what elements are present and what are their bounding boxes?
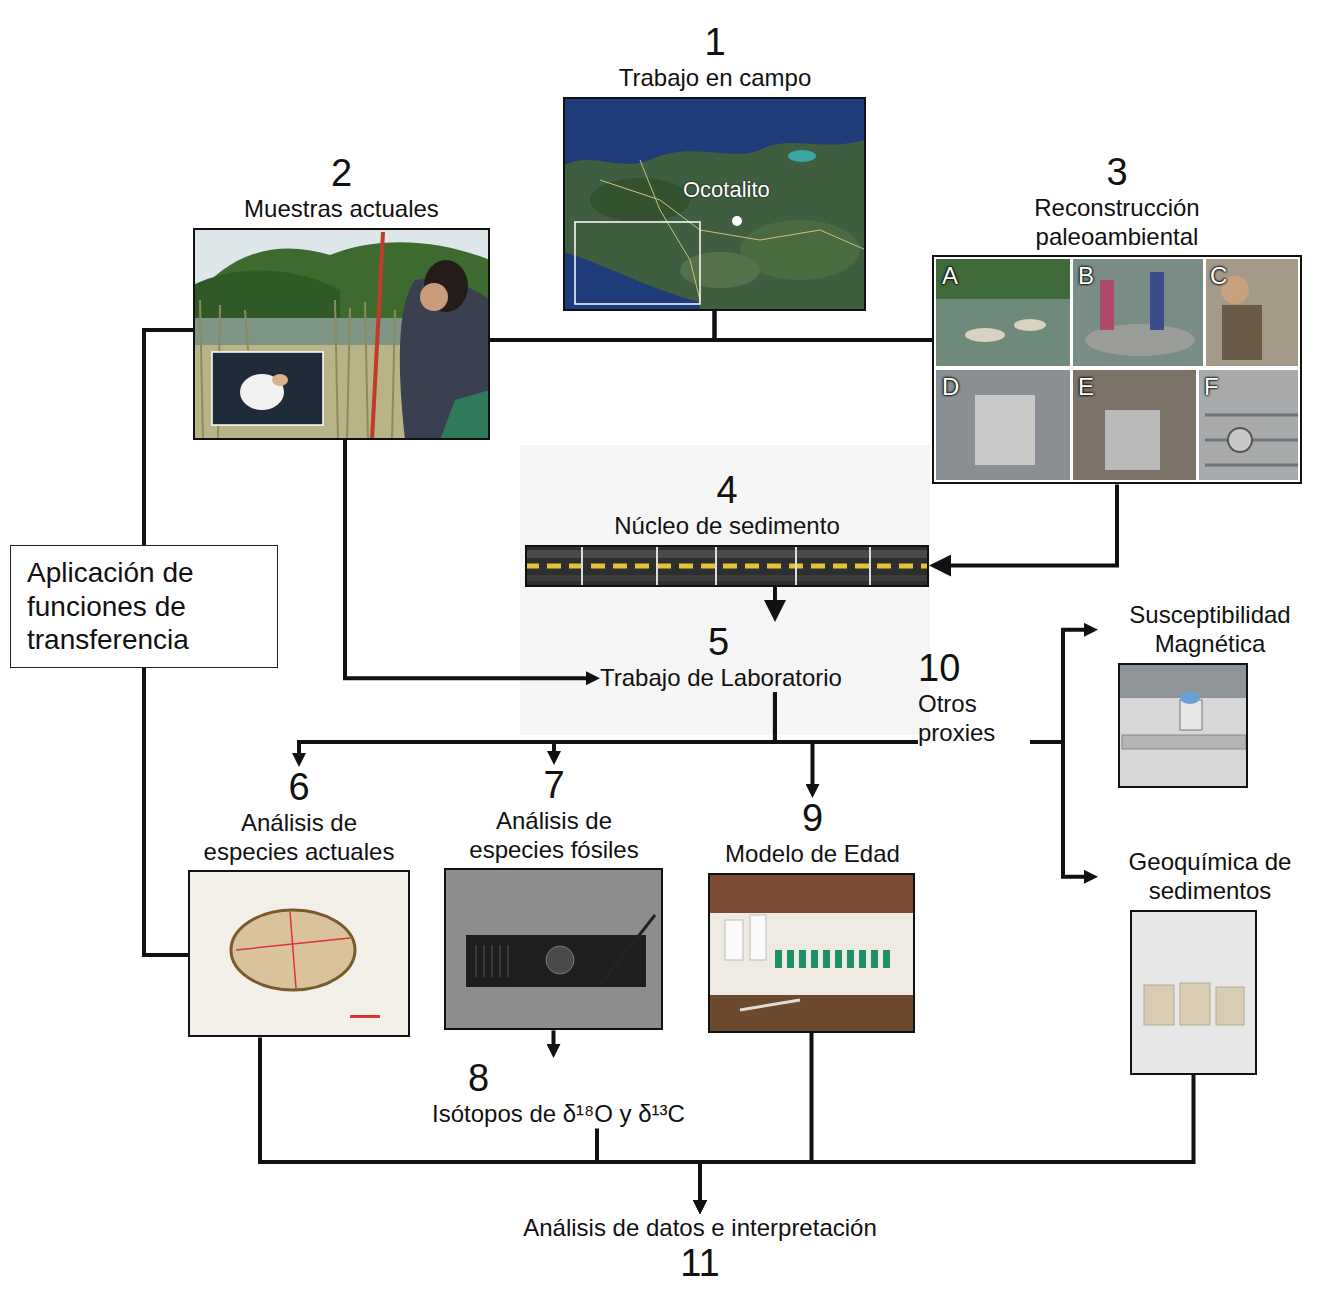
photo-panel: 9Modelo de Edad (700, 798, 925, 1033)
panel-letter: A (942, 263, 958, 289)
connector-line (144, 668, 188, 955)
photo-frame (188, 870, 410, 1037)
sediment-core (525, 545, 929, 587)
note-box: Aplicación de funciones de transferencia (10, 545, 278, 668)
field-map-panel: 1Trabajo en campoOcotalito (540, 22, 890, 311)
step-label: Trabajo en campo (540, 64, 890, 93)
step-label: Otros proxies (918, 690, 1018, 748)
photo-frame: Ocotalito (563, 97, 866, 311)
location-map (563, 97, 866, 311)
ostracod-micrograph (188, 870, 410, 1037)
process-step: Análisis de datos e interpretación11 (440, 1214, 960, 1285)
susceptibility-photo (1118, 663, 1248, 788)
fossil-slide-photo (444, 868, 663, 1030)
photo-panel: 2Muestras actuales (193, 153, 490, 440)
step-label: Muestras actuales (193, 195, 490, 224)
photo-frame (1130, 910, 1257, 1075)
step-label: Susceptibilidad Magnética (1105, 601, 1315, 659)
process-step: 5Trabajo de Laboratorio (600, 622, 842, 693)
connector-arrow (700, 1075, 1194, 1207)
step-label: Isótopos de δ¹⁸O y δ¹³C (432, 1100, 762, 1129)
step-label: Análisis de especies fósiles (447, 807, 662, 865)
step-number: 8 (468, 1058, 762, 1100)
sample-bags-photo (1130, 910, 1257, 1075)
step-number: 6 (188, 767, 410, 809)
panel-letter: B (1078, 263, 1094, 289)
photo-panel: 3Reconstrucción paleoambiental (932, 152, 1302, 484)
connector-arrow (700, 1033, 812, 1207)
photo-frame (708, 873, 915, 1033)
step-label: Reconstrucción paleoambiental (997, 194, 1237, 252)
connector-arrow (299, 693, 775, 760)
photo-panel: 7Análisis de especies fósiles (440, 765, 668, 1030)
coring-photos (932, 255, 1302, 484)
connector-line (490, 311, 715, 340)
connector-arrow (345, 440, 593, 679)
step-label: Análisis de especies actuales (192, 809, 407, 867)
panel-letter: D (942, 374, 959, 400)
step-label: Núcleo de sedimento (525, 512, 929, 541)
connector-line (775, 693, 918, 742)
step-label: Análisis de datos e interpretación (440, 1214, 960, 1243)
panel-letter: F (1204, 374, 1219, 400)
step-number: 9 (700, 798, 925, 840)
connector-arrow (554, 693, 775, 758)
connector-arrow (552, 1030, 556, 1051)
step-label: Trabajo de Laboratorio (600, 664, 842, 693)
connector-arrow (1030, 742, 1091, 877)
process-step: 8Isótopos de δ¹⁸O y δ¹³C (432, 1058, 762, 1129)
step-number: 4 (525, 470, 929, 512)
connector-arrow (940, 484, 1117, 565)
process-step: 10Otros proxies (918, 648, 1030, 747)
step-label: Modelo de Edad (700, 840, 925, 869)
connector-arrow (1030, 630, 1091, 742)
connector-line (144, 330, 193, 545)
connector-arrow (597, 1129, 700, 1207)
dating-lab-photo (708, 873, 915, 1033)
photo-frame (932, 255, 1302, 484)
panel-letter: C (1210, 263, 1227, 289)
step-number: 7 (440, 765, 668, 807)
panel-letter: E (1078, 374, 1094, 400)
step-label: Aplicación de funciones de transferencia (27, 556, 261, 657)
step-number: 11 (440, 1243, 960, 1285)
step-label: Ocotalito (683, 177, 770, 203)
step-number: 1 (540, 22, 890, 64)
step-number: 3 (932, 152, 1302, 194)
step-label: Geoquímica de sedimentos (1110, 848, 1310, 906)
step-number: 5 (708, 622, 842, 664)
panel-ground (520, 445, 930, 735)
photo-frame (444, 868, 663, 1030)
photo-panel: Geoquímica de sedimentos (1098, 848, 1322, 1075)
connector-arrow (773, 587, 777, 611)
sampling-photo (193, 228, 490, 440)
photo-panel: Susceptibilidad Magnética (1098, 601, 1322, 788)
photo-frame (1118, 663, 1248, 788)
connector-line (715, 311, 933, 340)
photo-frame (193, 228, 490, 440)
core-panel: 4Núcleo de sedimento (525, 470, 929, 587)
photo-frame (525, 545, 929, 587)
step-number: 2 (193, 153, 490, 195)
step-number: 10 (918, 648, 1030, 690)
photo-panel: 6Análisis de especies actuales (188, 767, 410, 1037)
